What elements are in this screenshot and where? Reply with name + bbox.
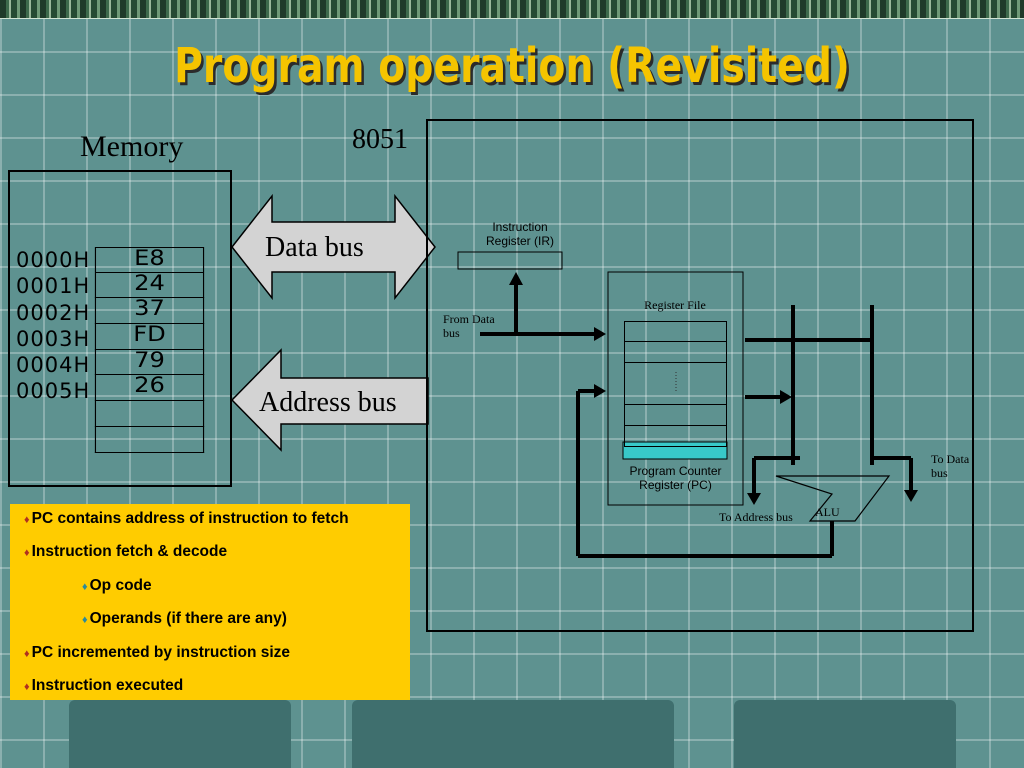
register-row bbox=[624, 426, 727, 447]
memory-cell bbox=[94, 426, 205, 453]
bullet-item: ♦Operands (if there are any) bbox=[24, 610, 410, 643]
top-decorative-strip bbox=[0, 0, 1024, 19]
bullet-text: Instruction fetch & decode bbox=[31, 543, 228, 561]
memory-cell: 37 bbox=[94, 298, 205, 325]
memory-address: 0003H bbox=[16, 326, 91, 351]
to-address-bus-label: To Address bus bbox=[719, 510, 793, 524]
bullet-item: ♦PC contains address of instruction to f… bbox=[24, 510, 410, 543]
alu-label: ALU bbox=[815, 505, 840, 519]
diamond-bullet-icon: ♦ bbox=[24, 547, 30, 560]
footer-tab bbox=[734, 700, 956, 768]
memory-table: E8 24 37 FD 79 26 bbox=[94, 247, 205, 453]
pc-label: Program Counter Register (PC) bbox=[629, 464, 722, 492]
diamond-bullet-icon: ♦ bbox=[82, 614, 88, 627]
footer-tab bbox=[352, 700, 674, 768]
instruction-register bbox=[457, 251, 563, 270]
register-file-box bbox=[607, 271, 744, 506]
memory-address: 0000H bbox=[16, 248, 91, 272]
memory-cell: FD bbox=[94, 324, 205, 350]
to-data-bus-label: To Data bus bbox=[931, 452, 970, 480]
register-file-rows bbox=[624, 321, 727, 447]
memory-cell: 79 bbox=[94, 349, 205, 376]
register-row bbox=[624, 321, 727, 342]
data-bus-label: Data bus bbox=[265, 232, 364, 263]
diamond-bullet-icon: ♦ bbox=[82, 580, 88, 593]
bullet-box: ♦PC contains address of instruction to f… bbox=[10, 504, 410, 700]
bullet-item: ♦PC incremented by instruction size bbox=[24, 644, 410, 677]
ir-label: Instruction Register (IR) bbox=[485, 220, 554, 248]
slide-title: Program operation (Revisited) bbox=[174, 38, 850, 94]
memory-address: 0005H bbox=[16, 379, 91, 404]
bullet-item: ♦Op code bbox=[24, 577, 410, 610]
register-row bbox=[624, 405, 727, 426]
footer-tab bbox=[69, 700, 291, 768]
bullet-text: Op code bbox=[89, 576, 152, 594]
bullet-item: ♦Instruction fetch & decode bbox=[24, 543, 410, 576]
memory-address: 0004H bbox=[16, 353, 91, 378]
memory-address: 0001H bbox=[16, 274, 91, 299]
data-bus-arrow bbox=[231, 193, 436, 301]
memory-address: 0002H bbox=[16, 300, 91, 325]
from-data-bus-label: From Data bus bbox=[443, 312, 495, 340]
memory-cell: 24 bbox=[94, 272, 205, 299]
bullet-text: Instruction executed bbox=[31, 676, 184, 694]
memory-box bbox=[8, 170, 232, 487]
memory-cell bbox=[94, 401, 205, 427]
memory-cell: 26 bbox=[94, 375, 205, 402]
bullet-text: PC incremented by instruction size bbox=[31, 643, 291, 661]
bullet-item: ♦Instruction executed bbox=[24, 677, 410, 710]
diamond-bullet-icon: ♦ bbox=[24, 647, 30, 660]
bullet-text: Operands (if there are any) bbox=[89, 610, 287, 628]
address-bus-label: Address bus bbox=[259, 387, 397, 418]
register-row bbox=[624, 363, 727, 405]
register-file-label: Register File bbox=[644, 298, 706, 312]
cpu-label: 8051 bbox=[352, 124, 408, 155]
memory-label: Memory bbox=[80, 130, 184, 163]
diamond-bullet-icon: ♦ bbox=[24, 680, 30, 693]
memory-cell: E8 bbox=[94, 247, 205, 273]
register-row bbox=[624, 342, 727, 363]
bullet-text: PC contains address of instruction to fe… bbox=[31, 510, 349, 527]
diamond-bullet-icon: ♦ bbox=[24, 514, 30, 526]
memory-address-column: 0000H 0001H 0002H 0003H 0004H 0005H bbox=[16, 249, 106, 407]
cpu-box bbox=[426, 119, 974, 632]
